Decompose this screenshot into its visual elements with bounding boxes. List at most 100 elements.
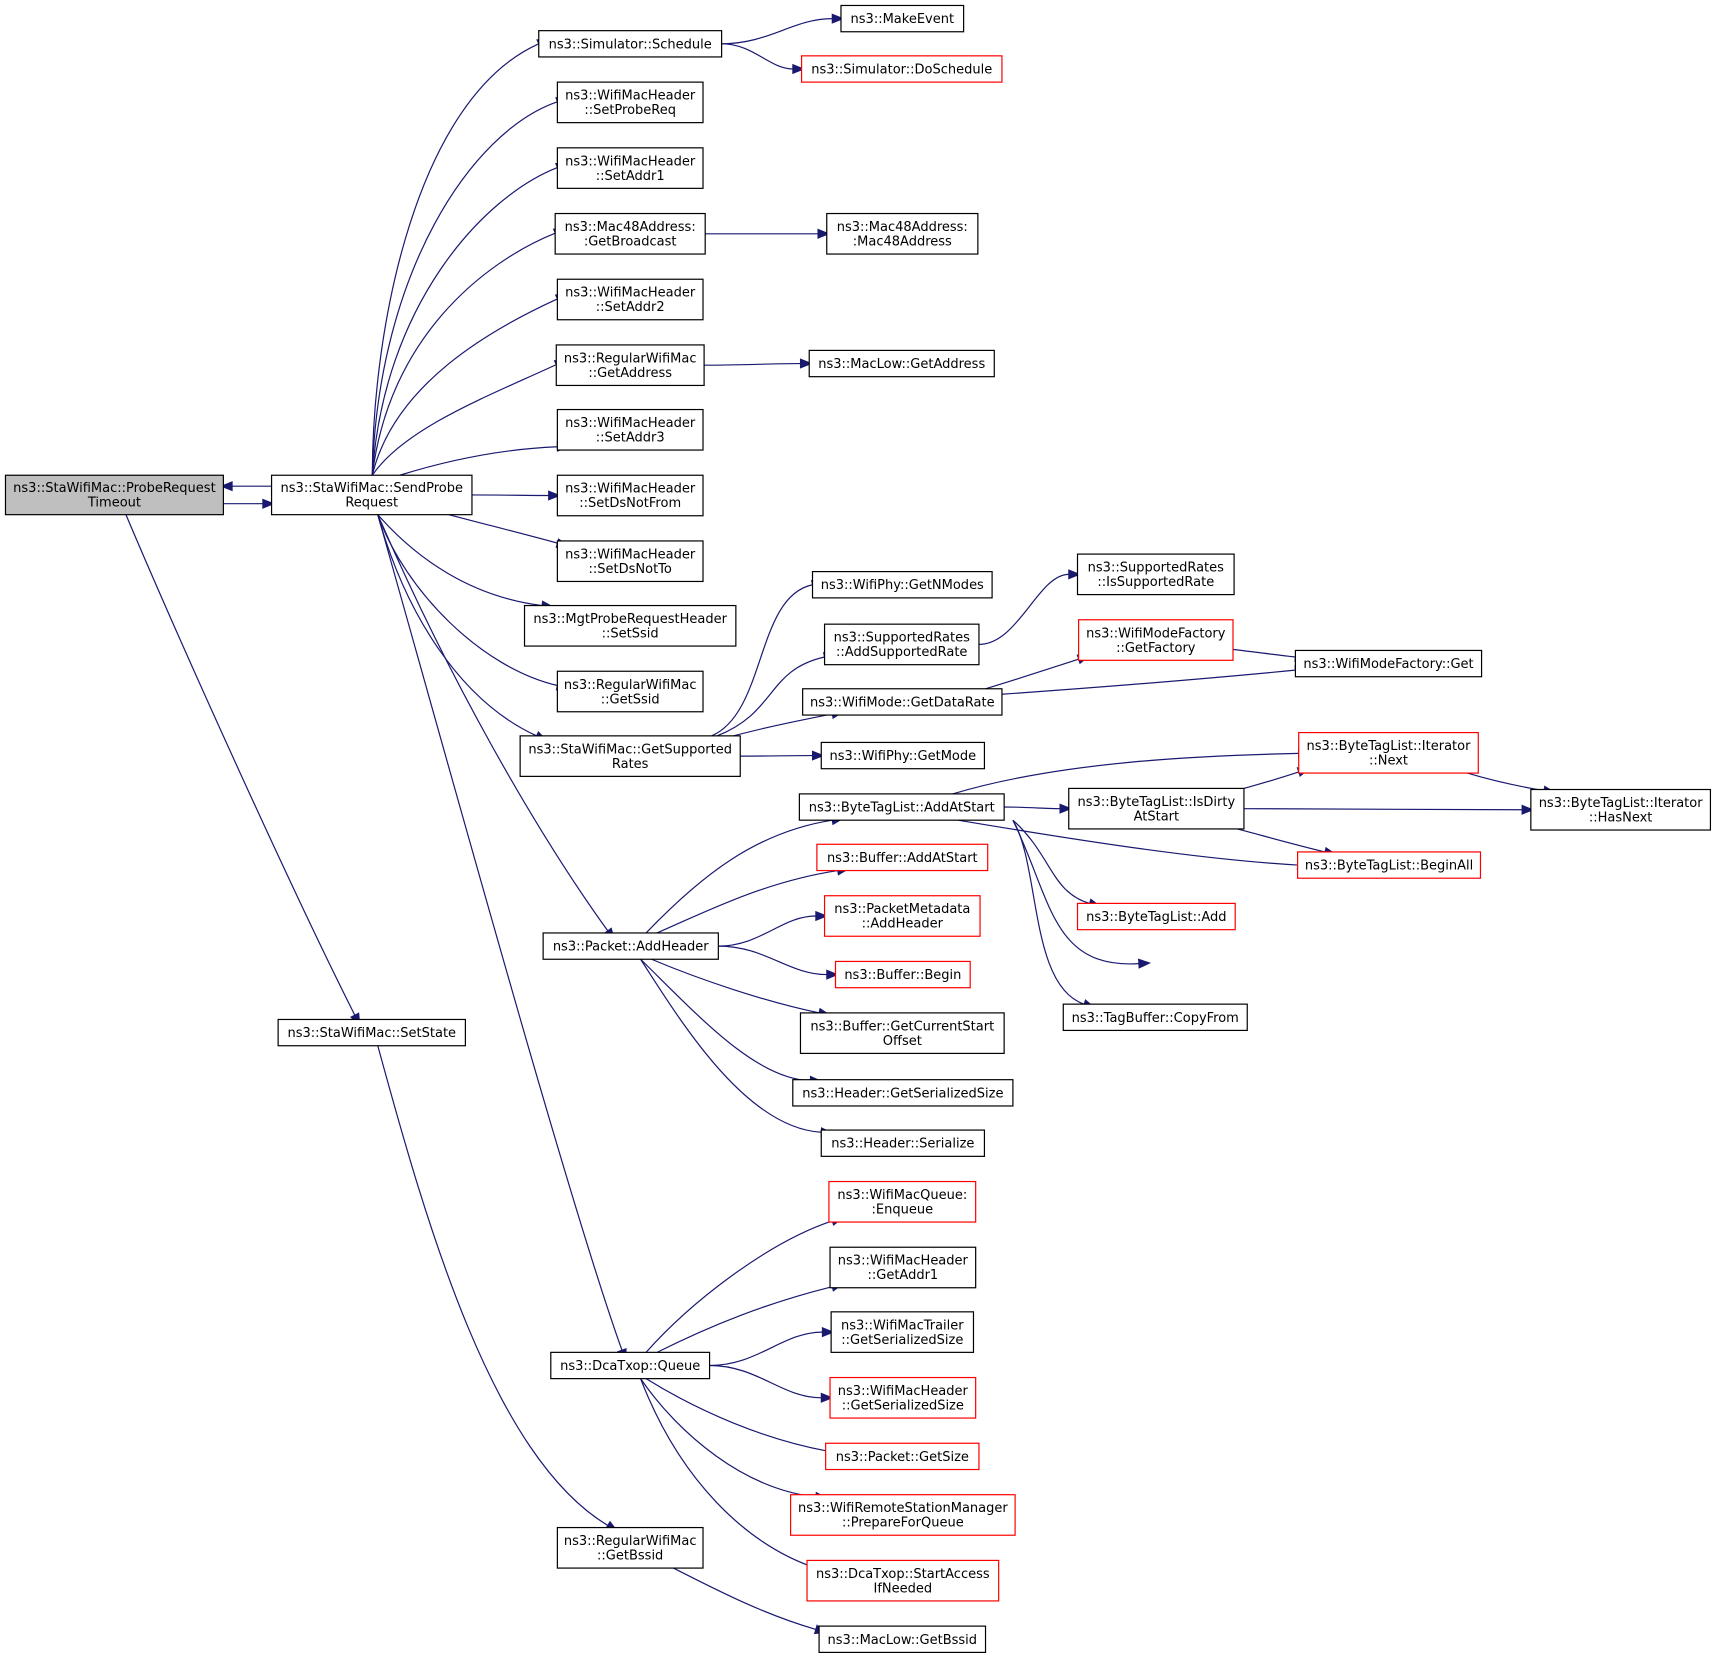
node-ns3-wifimactrailer-getserializedsize[interactable]: ns3::WifiMacTrailer::GetSerializedSize bbox=[830, 1311, 975, 1353]
node-ns3-packetmetadata-addheader[interactable]: ns3::PacketMetadata::AddHeader bbox=[823, 895, 981, 937]
node-ns3-wifimacheader-setprobereq[interactable]: ns3::WifiMacHeader::SetProbeReq bbox=[556, 81, 704, 124]
node-ns3-simulator-schedule[interactable]: ns3::Simulator::Schedule bbox=[538, 30, 723, 58]
node-ns3-bytetaglist-addatstart[interactable]: ns3::ByteTagList::AddAtStart bbox=[798, 793, 1005, 821]
node-box bbox=[820, 741, 986, 770]
edge-btladdatstart-to-btlisdirty bbox=[1004, 803, 1073, 814]
node-ns3-wifimacqueue-enqueue[interactable]: ns3::WifiMacQueue::Enqueue bbox=[828, 1180, 977, 1223]
node-label: ns3::StaWifiMac::ProbeRequest bbox=[13, 481, 216, 496]
node-label: ns3::Header::GetSerializedSize bbox=[802, 1086, 1003, 1101]
edge-probetimeout-to-sendprobe bbox=[223, 498, 276, 509]
node-label: ns3::Buffer::AddAtStart bbox=[827, 851, 978, 866]
node-ns3-wifimacheader-setaddr2[interactable]: ns3::WifiMacHeader::SetAddr2 bbox=[556, 278, 704, 321]
node-ns3-supportedrates-addsupportedrate[interactable]: ns3::SupportedRates::AddSupportedRate bbox=[823, 623, 980, 666]
node-ns3-wifiphy-getmode[interactable]: ns3::WifiPhy::GetMode bbox=[820, 741, 986, 770]
node-box bbox=[829, 1246, 977, 1289]
edge-getdatarate-to-wmfget bbox=[1001, 665, 1308, 695]
node-ns3-bytetaglist-iterator-hasnext[interactable]: ns3::ByteTagList::Iterator::HasNext bbox=[1530, 788, 1712, 831]
node-ns3-wifimacheader-getaddr1[interactable]: ns3::WifiMacHeader::GetAddr1 bbox=[829, 1246, 977, 1289]
node-box bbox=[1068, 787, 1245, 830]
edge-line bbox=[656, 869, 838, 934]
node-ns3-regularwifimac-getaddress[interactable]: ns3::RegularWifiMac::GetAddress bbox=[555, 344, 705, 387]
node-label: ::AddSupportedRate bbox=[836, 645, 967, 660]
node-label: ns3::Simulator::Schedule bbox=[549, 37, 712, 52]
node-ns3-simulator-doschedule[interactable]: ns3::Simulator::DoSchedule bbox=[800, 55, 1003, 83]
edge-line bbox=[377, 514, 543, 607]
node-ns3-wifimodefactory-get[interactable]: ns3::WifiModeFactory::Get bbox=[1294, 649, 1483, 678]
edge-rwmgetaddress-to-maclowgetaddress bbox=[704, 358, 813, 369]
node-ns3-bytetaglist-beginall[interactable]: ns3::ByteTagList::BeginAll bbox=[1297, 851, 1482, 879]
node-label: Request bbox=[345, 496, 398, 511]
edge-dcaqueue-to-wmhsersize bbox=[709, 1364, 834, 1403]
node-ns3-regularwifimac-getbssid[interactable]: ns3::RegularWifiMac::GetBssid bbox=[556, 1526, 704, 1569]
node-ns3-supportedrates-issupportedrate[interactable]: ns3::SupportedRates::IsSupportedRate bbox=[1076, 553, 1235, 596]
node-ns3-stawifimac-setstate[interactable]: ns3::StaWifiMac::SetState bbox=[277, 1018, 466, 1047]
node-label: ns3::SupportedRates bbox=[1088, 561, 1224, 576]
node-ns3-wifiphy-getnmodes[interactable]: ns3::WifiPhy::GetNModes bbox=[811, 571, 993, 599]
node-label: ns3::WifiMacHeader bbox=[565, 482, 696, 497]
node-ns3-packet-getsize[interactable]: ns3::Packet::GetSize bbox=[825, 1442, 980, 1471]
edge-line bbox=[371, 101, 558, 476]
edge-line bbox=[673, 1567, 816, 1630]
node-ns3-wifimode-getdatarate[interactable]: ns3::WifiMode::GetDataRate bbox=[802, 688, 1003, 716]
node-box bbox=[556, 474, 704, 517]
node-box bbox=[792, 1079, 1014, 1107]
node-label: ns3::WifiModeFactory bbox=[1086, 626, 1226, 641]
node-ns3-mac48address-mac48address[interactable]: ns3::Mac48Address::Mac48Address bbox=[826, 212, 979, 255]
edge-sendprobe-to-setdsnotto bbox=[448, 514, 570, 548]
node-ns3-wifimodefactory-getfactory[interactable]: ns3::WifiModeFactory::GetFactory bbox=[1078, 619, 1234, 661]
arrowhead bbox=[821, 1326, 835, 1338]
node-ns3-wifiremotestationmanager-prepareforqueue[interactable]: ns3::WifiRemoteStationManager::PrepareFo… bbox=[790, 1494, 1016, 1536]
node-ns3-buffer-begin[interactable]: ns3::Buffer::Begin bbox=[834, 960, 971, 989]
node-label: ns3::WifiMacHeader bbox=[565, 416, 696, 431]
node-ns3-buffer-addatstart[interactable]: ns3::Buffer::AddAtStart bbox=[816, 843, 989, 872]
node-ns3-packet-addheader[interactable]: ns3::Packet::AddHeader bbox=[542, 932, 719, 960]
node-ns3-wifimacheader-setdsnotfrom[interactable]: ns3::WifiMacHeader::SetDsNotFrom bbox=[556, 474, 704, 517]
edge-addheader-to-hdrgetsersize bbox=[640, 958, 823, 1086]
edge-line bbox=[371, 232, 556, 476]
node-label: ns3::WifiMode::GetDataRate bbox=[810, 695, 995, 710]
node-box bbox=[818, 1625, 987, 1653]
node-ns3-wifimacheader-setdsnotto[interactable]: ns3::WifiMacHeader::SetDsNotTo bbox=[556, 540, 704, 583]
node-label: ns3::MgtProbeRequestHeader bbox=[533, 612, 727, 627]
node-label: ::SetAddr1 bbox=[596, 169, 665, 184]
node-ns3-wifimacheader-getserializedsize[interactable]: ns3::WifiMacHeader::GetSerializedSize bbox=[829, 1376, 977, 1419]
node-label: ::SetDsNotTo bbox=[589, 562, 672, 577]
edge-addheader-to-pmaddheader bbox=[718, 910, 829, 947]
node-ns3-maclow-getaddress[interactable]: ns3::MacLow::GetAddress bbox=[808, 349, 995, 378]
edge-line bbox=[645, 819, 833, 934]
node-ns3-regularwifimac-getssid[interactable]: ns3::RegularWifiMac::GetSsid bbox=[556, 670, 704, 713]
edge-addsupportedrate-to-issupportedrate bbox=[978, 569, 1082, 646]
node-ns3-header-serialize[interactable]: ns3::Header::Serialize bbox=[820, 1129, 986, 1157]
node-ns3-mac48address-getbroadcast[interactable]: ns3::Mac48Address::GetBroadcast bbox=[554, 212, 706, 255]
node-ns3-makeevent[interactable]: ns3::MakeEvent bbox=[840, 4, 965, 33]
node-label: :GetBroadcast bbox=[584, 235, 677, 250]
node-ns3-header-getserializedsize[interactable]: ns3::Header::GetSerializedSize bbox=[792, 1079, 1014, 1107]
arrowhead bbox=[815, 910, 829, 922]
node-ns3-bytetaglist-add[interactable]: ns3::ByteTagList::Add bbox=[1076, 902, 1236, 931]
node-ns3-tagbuffer-copyfrom[interactable]: ns3::TagBuffer::CopyFrom bbox=[1062, 1003, 1248, 1032]
edge-schedule-to-doschedule bbox=[721, 43, 806, 75]
node-ns3-wifimacheader-setaddr1[interactable]: ns3::WifiMacHeader::SetAddr1 bbox=[556, 147, 704, 189]
arrowhead bbox=[1059, 803, 1073, 814]
edge-line bbox=[645, 1378, 827, 1452]
edge-dcaqueue-to-trailersersize bbox=[709, 1326, 835, 1367]
node-box bbox=[556, 81, 704, 124]
node-ns3-maclow-getbssid[interactable]: ns3::MacLow::GetBssid bbox=[818, 1625, 987, 1653]
node-ns3-bytetaglist-iterator-next[interactable]: ns3::ByteTagList::Iterator::Next bbox=[1298, 731, 1479, 774]
node-box bbox=[1078, 619, 1234, 661]
node-ns3-mgtproberequestheader-setssid[interactable]: ns3::MgtProbeRequestHeader::SetSsid bbox=[523, 604, 737, 647]
node-label: ::SetAddr2 bbox=[596, 300, 665, 315]
node-label: ns3::StaWifiMac::GetSupported bbox=[528, 742, 732, 757]
node-label: ns3::PacketMetadata bbox=[834, 902, 970, 917]
node-ns3-wifimacheader-setaddr3[interactable]: ns3::WifiMacHeader::SetAddr3 bbox=[556, 408, 704, 451]
arrowhead bbox=[817, 228, 831, 239]
node-ns3-dcatxop-queue[interactable]: ns3::DcaTxop::Queue bbox=[550, 1351, 711, 1380]
node-label: IfNeeded bbox=[874, 1581, 933, 1596]
